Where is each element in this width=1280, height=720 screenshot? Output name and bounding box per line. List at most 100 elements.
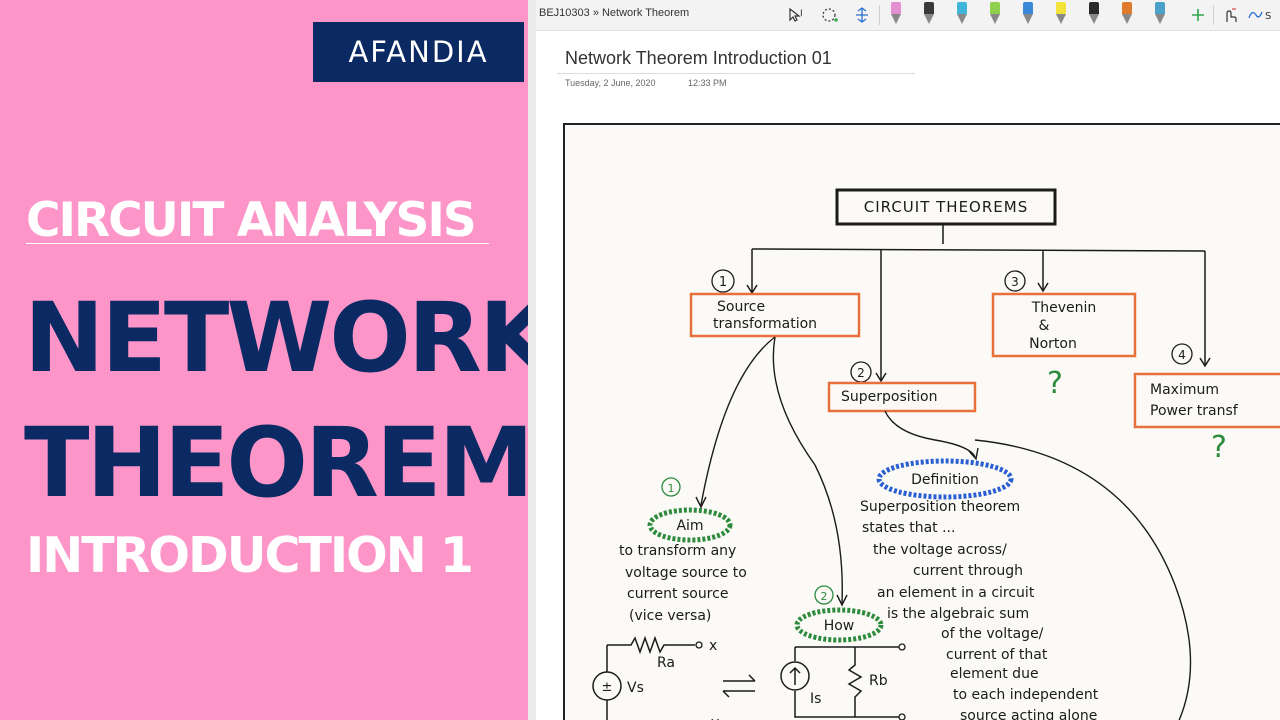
add-space-icon[interactable] (851, 4, 873, 26)
definition-label: Definition (911, 472, 979, 488)
resistor-ra (607, 635, 695, 655)
thumbnail-panel: AFANDIA CIRCUIT ANALYSIS NETWORK THEOREM… (0, 0, 553, 720)
pen-teal-body (1155, 2, 1165, 14)
touch-draw-icon[interactable] (1219, 4, 1241, 26)
def-line-11: source acting alone (960, 708, 1097, 720)
pen-dark-icon[interactable] (1087, 2, 1101, 26)
label-vs: Vs (627, 680, 644, 696)
lasso-select-icon[interactable] (819, 4, 841, 26)
branch-arrowheads (746, 282, 1211, 383)
page-date: Tuesday, 2 June, 2020 (565, 78, 656, 88)
pen-black-tip (924, 14, 934, 24)
def-line-6: is the algebraic sum (887, 606, 1029, 622)
aim-text: to transform any voltage source to curre… (619, 543, 747, 624)
brand-logo: AFANDIA (313, 22, 524, 82)
num-3: 3 (1011, 275, 1019, 289)
pen-green-body (990, 2, 1000, 14)
source-line-1: Source (717, 299, 765, 315)
label-x-left: x (709, 638, 717, 654)
pen-dark-tip (1089, 14, 1099, 24)
maxpow-line-2: Power transf (1150, 403, 1239, 419)
toolbar-separator-2 (1213, 5, 1214, 25)
pen-teal-icon[interactable] (1153, 2, 1167, 26)
title-line-1: NETWORK (24, 282, 553, 394)
def-line-4: current through (913, 563, 1023, 579)
thevenin-line-2: & (1039, 318, 1050, 334)
breadcrumb[interactable]: BEJ10303 » Network Theorem (539, 7, 690, 19)
definition-bubble (876, 458, 1014, 500)
pen-orange-icon[interactable] (1120, 2, 1134, 26)
how-label: How (824, 618, 855, 634)
brand-name: AFANDIA (348, 35, 489, 69)
def-line-5: an element in a circuit (877, 585, 1035, 601)
equivalence-arrows (722, 674, 756, 698)
toolbar-cut-label: S (1265, 11, 1271, 22)
terminal-right-bottom (898, 713, 906, 720)
pen-blue-icon[interactable] (1021, 2, 1035, 26)
num-1: 1 (719, 275, 727, 290)
highlighter-yellow-tip (1056, 14, 1066, 24)
num-circle-1 (711, 269, 735, 293)
how-num-circle (814, 585, 834, 605)
pen-green-tip (990, 14, 1000, 24)
def-line-8: current of that (946, 647, 1048, 663)
root-label: CIRCUIT THEOREMS (864, 198, 1028, 216)
box-max-power (1133, 372, 1280, 429)
question-mark-2: ? (1211, 430, 1227, 465)
link-source-aim (700, 336, 776, 506)
pen-black-body (924, 2, 934, 14)
label-ra: Ra (657, 655, 675, 671)
pen-dark-body (1089, 2, 1099, 14)
pen-cyan-icon[interactable] (955, 2, 969, 26)
add-pen-icon[interactable] (1187, 4, 1209, 26)
handwritten-mind-map[interactable]: CIRCUIT THEOREMS 1 2 3 4 Source transfor… (563, 123, 1280, 720)
aim-num-circle (661, 477, 681, 497)
pen-pink-icon[interactable] (889, 2, 903, 26)
label-rb: Rb (869, 673, 888, 689)
thevenin-line-1: Thevenin (1031, 300, 1097, 316)
toolbar-separator (879, 5, 880, 25)
aim-num: 1 (668, 482, 675, 495)
num-circle-4 (1171, 343, 1193, 365)
highlighter-yellow-icon[interactable] (1054, 2, 1068, 26)
note-app-window: BEJ10303 » Network Theorem I S Netwo (536, 0, 1280, 720)
pen-black-icon[interactable] (922, 2, 936, 26)
pen-teal-tip (1155, 14, 1165, 24)
title-line-2: THEOREM (24, 407, 534, 519)
pen-green-icon[interactable] (988, 2, 1002, 26)
question-mark-1: ? (1047, 366, 1063, 401)
num-4: 4 (1178, 348, 1186, 362)
terminal-right-top (898, 643, 906, 651)
page-time: 12:33 PM (688, 78, 727, 88)
pen-blue-body (1023, 2, 1033, 14)
aim-line-3: current source (627, 586, 728, 602)
aim-bubble (647, 507, 733, 543)
def-line-3: the voltage across/ (873, 542, 1007, 558)
aim-line-4: (vice versa) (629, 608, 711, 624)
def-line-1: Superposition theorem (860, 499, 1020, 515)
current-source-circuit (794, 646, 899, 718)
current-source-arrow-icon (789, 666, 801, 685)
subject-underline (26, 243, 489, 244)
toolbar: BEJ10303 » Network Theorem I S (536, 0, 1280, 31)
how-bubble (794, 607, 884, 643)
pen-cyan-body (957, 2, 967, 14)
box-superposition (827, 381, 977, 413)
vs-polarity: ± (602, 680, 613, 695)
page-title[interactable]: Network Theorem Introduction 01 (565, 48, 832, 68)
arrow-aim (695, 496, 707, 509)
type-select-icon[interactable]: I (786, 4, 808, 26)
arrow-how (836, 594, 848, 607)
subtitle: INTRODUCTION 1 (26, 527, 474, 584)
def-line-10: to each independent (953, 687, 1099, 703)
def-line-7: of the voltage/ (941, 626, 1044, 642)
source-line-2: transformation (713, 316, 817, 332)
ink-to-shape-icon[interactable]: S (1246, 4, 1276, 26)
panel-divider (528, 0, 536, 720)
voltage-source (592, 671, 622, 701)
box-thevenin (991, 292, 1137, 358)
aim-line-1: to transform any (619, 543, 736, 559)
pen-orange-tip (1122, 14, 1132, 24)
def-line-2: states that ... (862, 520, 955, 536)
pen-blue-tip (1023, 14, 1033, 24)
